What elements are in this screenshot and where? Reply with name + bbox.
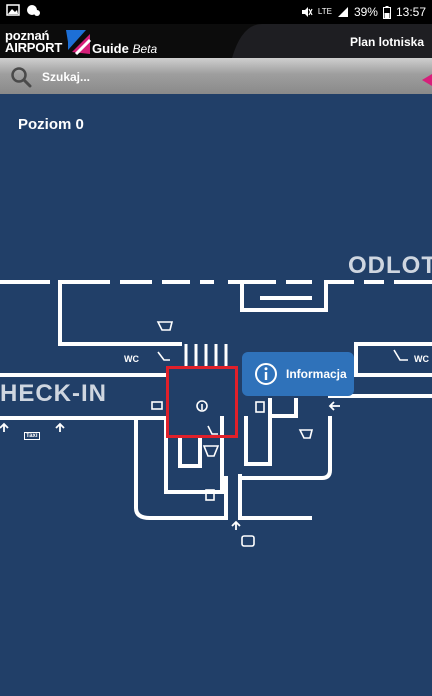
pink-marker-icon: [422, 74, 432, 86]
search-icon[interactable]: [10, 66, 32, 88]
level-label: Poziom 0: [18, 116, 84, 133]
elevator-icon-lower: [205, 489, 215, 501]
wc-label-right: WC: [414, 354, 429, 364]
selection-highlight: [166, 366, 238, 438]
guide-badge: Beta: [132, 42, 158, 56]
coffee-icon-right: [298, 429, 314, 439]
info-icon: [196, 400, 208, 412]
network-type: LTE: [317, 7, 332, 16]
clock: 13:57: [395, 5, 426, 19]
taxi-label: Taxi: [24, 432, 40, 440]
battery-icon: [382, 5, 391, 19]
header-decoration: [232, 24, 432, 58]
plan-lotniska-link[interactable]: Plan lotniska: [349, 35, 424, 49]
notification-icon: [27, 5, 40, 16]
info-icon: [255, 363, 277, 385]
toilet-icon: [157, 351, 170, 361]
ticket-icon: [151, 401, 163, 410]
coffee-icon: [156, 321, 174, 331]
image-icon: [6, 4, 20, 16]
zone-departures-label: ODLOT: [348, 252, 432, 279]
bus-icon: [241, 535, 255, 547]
zone-checkin-label: HECK-IN: [0, 380, 107, 407]
toilet-icon-right: [393, 349, 408, 361]
mute-icon: [301, 7, 313, 17]
signal-icon: [337, 7, 348, 17]
status-bar: LTE 39% 13:57: [0, 0, 432, 24]
elevator-icon: [255, 401, 265, 413]
battery-percent: 39%: [353, 5, 378, 19]
info-callout-button[interactable]: Informacja: [242, 352, 354, 396]
logo-mark-icon: [66, 30, 92, 56]
toilet-icon-center: [207, 425, 218, 435]
search-bar: [0, 58, 432, 94]
info-callout-label: Informacja: [286, 367, 347, 381]
search-input[interactable]: [40, 67, 404, 87]
arrow-icon: [0, 401, 340, 530]
floor-map[interactable]: [0, 94, 432, 696]
guide-label: Guide: [92, 41, 129, 56]
logo-line1: poznań: [5, 28, 50, 43]
wc-label-left: WC: [124, 354, 139, 364]
app-header: poznań AIRPORT Guide Beta Plan lotniska: [0, 24, 432, 58]
logo-line2: AIRPORT: [5, 40, 63, 55]
